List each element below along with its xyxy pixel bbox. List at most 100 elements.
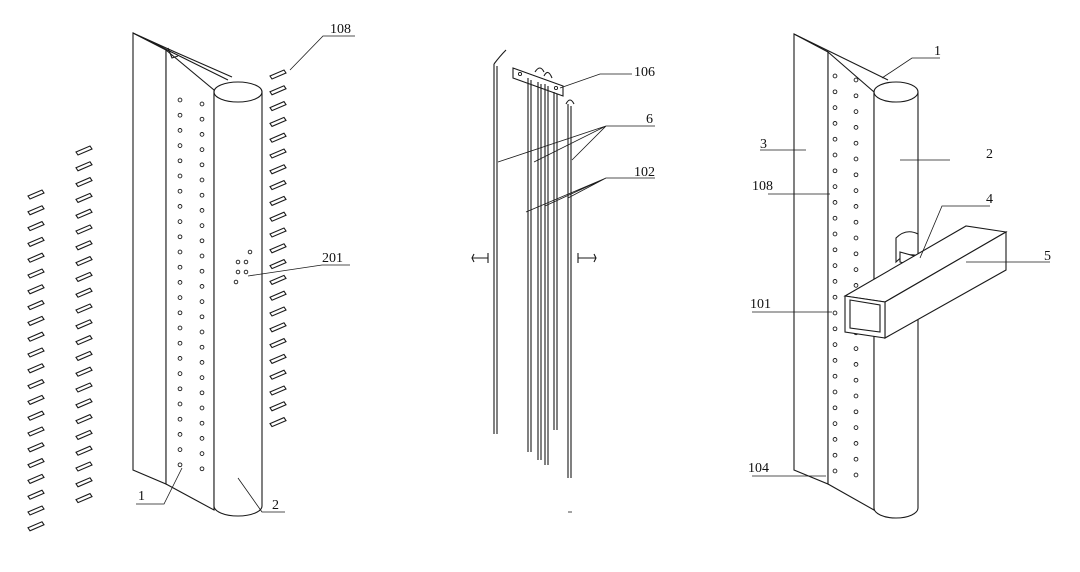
pin: [75, 240, 93, 251]
pin: [269, 85, 287, 96]
fin-hole: [199, 208, 205, 213]
label-5: 5: [1044, 249, 1051, 264]
pin: [269, 179, 287, 191]
label-4: 4: [986, 192, 993, 207]
pin: [75, 287, 93, 298]
pin: [269, 322, 287, 333]
fin-hole: [199, 147, 205, 152]
fin-hole: [832, 121, 838, 126]
fin-hole: [177, 188, 183, 194]
fin-hole: [832, 231, 838, 237]
fin-hole: [832, 215, 838, 221]
fin-hole: [832, 247, 838, 253]
pin: [27, 363, 45, 374]
pin: [75, 303, 93, 314]
label-1-right: 1: [934, 44, 941, 59]
pin: [269, 385, 287, 396]
fin-hole: [199, 238, 205, 244]
fin-hole: [853, 267, 859, 272]
fin-hole: [853, 409, 859, 415]
fin-hole: [177, 386, 183, 392]
fin-hole: [177, 325, 183, 331]
fin-hole: [853, 235, 859, 241]
pin: [27, 299, 45, 311]
fin-hole: [177, 310, 183, 316]
pin: [75, 382, 93, 393]
pin: [27, 315, 45, 327]
fin-hole: [177, 416, 183, 422]
fin-hole: [832, 73, 838, 79]
pin: [269, 401, 287, 412]
pin: [27, 284, 45, 295]
fin-hole: [853, 204, 859, 209]
fin-hole: [177, 432, 183, 437]
pin: [27, 473, 45, 485]
label-2-right: 2: [986, 147, 993, 162]
fin-hole: [832, 373, 838, 379]
fin-hole: [177, 128, 183, 133]
pin: [27, 268, 45, 279]
fin-hole: [199, 405, 205, 411]
pin: [269, 416, 287, 428]
fin-hole: [832, 310, 838, 316]
fin-hole: [199, 132, 205, 137]
fin-hole: [832, 342, 838, 347]
pin: [27, 442, 45, 453]
fin-hole: [199, 223, 205, 228]
fin-hole: [177, 462, 183, 468]
fin-hole: [853, 425, 859, 430]
pin: [27, 426, 45, 437]
fin-hole: [199, 253, 205, 259]
pin: [75, 192, 93, 204]
pin: [27, 521, 45, 532]
fin-hole: [199, 116, 205, 122]
pin: [269, 69, 287, 80]
fin-hole: [853, 77, 859, 83]
fin-hole: [832, 437, 838, 442]
pin: [269, 369, 287, 380]
fin-hole: [832, 279, 838, 284]
pin: [75, 271, 93, 283]
pin: [75, 413, 93, 425]
fin-hole: [832, 136, 838, 142]
fin-hole: [832, 294, 838, 300]
pins-column-far-left: [27, 189, 45, 532]
pin: [27, 220, 45, 232]
fin-hole: [199, 375, 205, 380]
pins-column-left: [75, 145, 93, 504]
fin-hole: [177, 97, 183, 103]
square-beam: [843, 225, 1008, 339]
fin-hole: [199, 162, 205, 168]
pin: [27, 489, 45, 500]
fin-hole: [853, 156, 859, 162]
pin: [269, 195, 287, 207]
fin-hole: [199, 420, 205, 426]
pin: [27, 457, 45, 469]
pin: [269, 164, 287, 175]
pin: [27, 394, 45, 406]
pin: [269, 132, 287, 143]
fin-hole: [832, 263, 838, 268]
fin-hole: [177, 371, 183, 376]
fin-hole: [832, 452, 838, 458]
fin-hole: [853, 346, 859, 351]
fin-hole: [199, 329, 205, 335]
fin-hole: [853, 93, 859, 99]
label-1-left: 1: [138, 489, 145, 504]
fin-hole: [177, 234, 183, 240]
fin-hole: [177, 295, 183, 300]
label-101: 101: [750, 297, 771, 312]
pin: [269, 258, 287, 270]
pin: [75, 161, 93, 172]
pin: [269, 306, 287, 317]
fin-hole: [832, 105, 838, 110]
fin-hole: [853, 140, 859, 146]
pin: [269, 274, 287, 286]
middle-wire-view: 106 6 102: [471, 49, 655, 513]
fin-hole: [832, 358, 838, 363]
label-201: 201: [322, 251, 343, 266]
fin-hole: [199, 299, 205, 304]
right-assembled-view: 1 3 2 108 4 5 101 104: [748, 33, 1051, 519]
fin-hole: [177, 143, 183, 148]
